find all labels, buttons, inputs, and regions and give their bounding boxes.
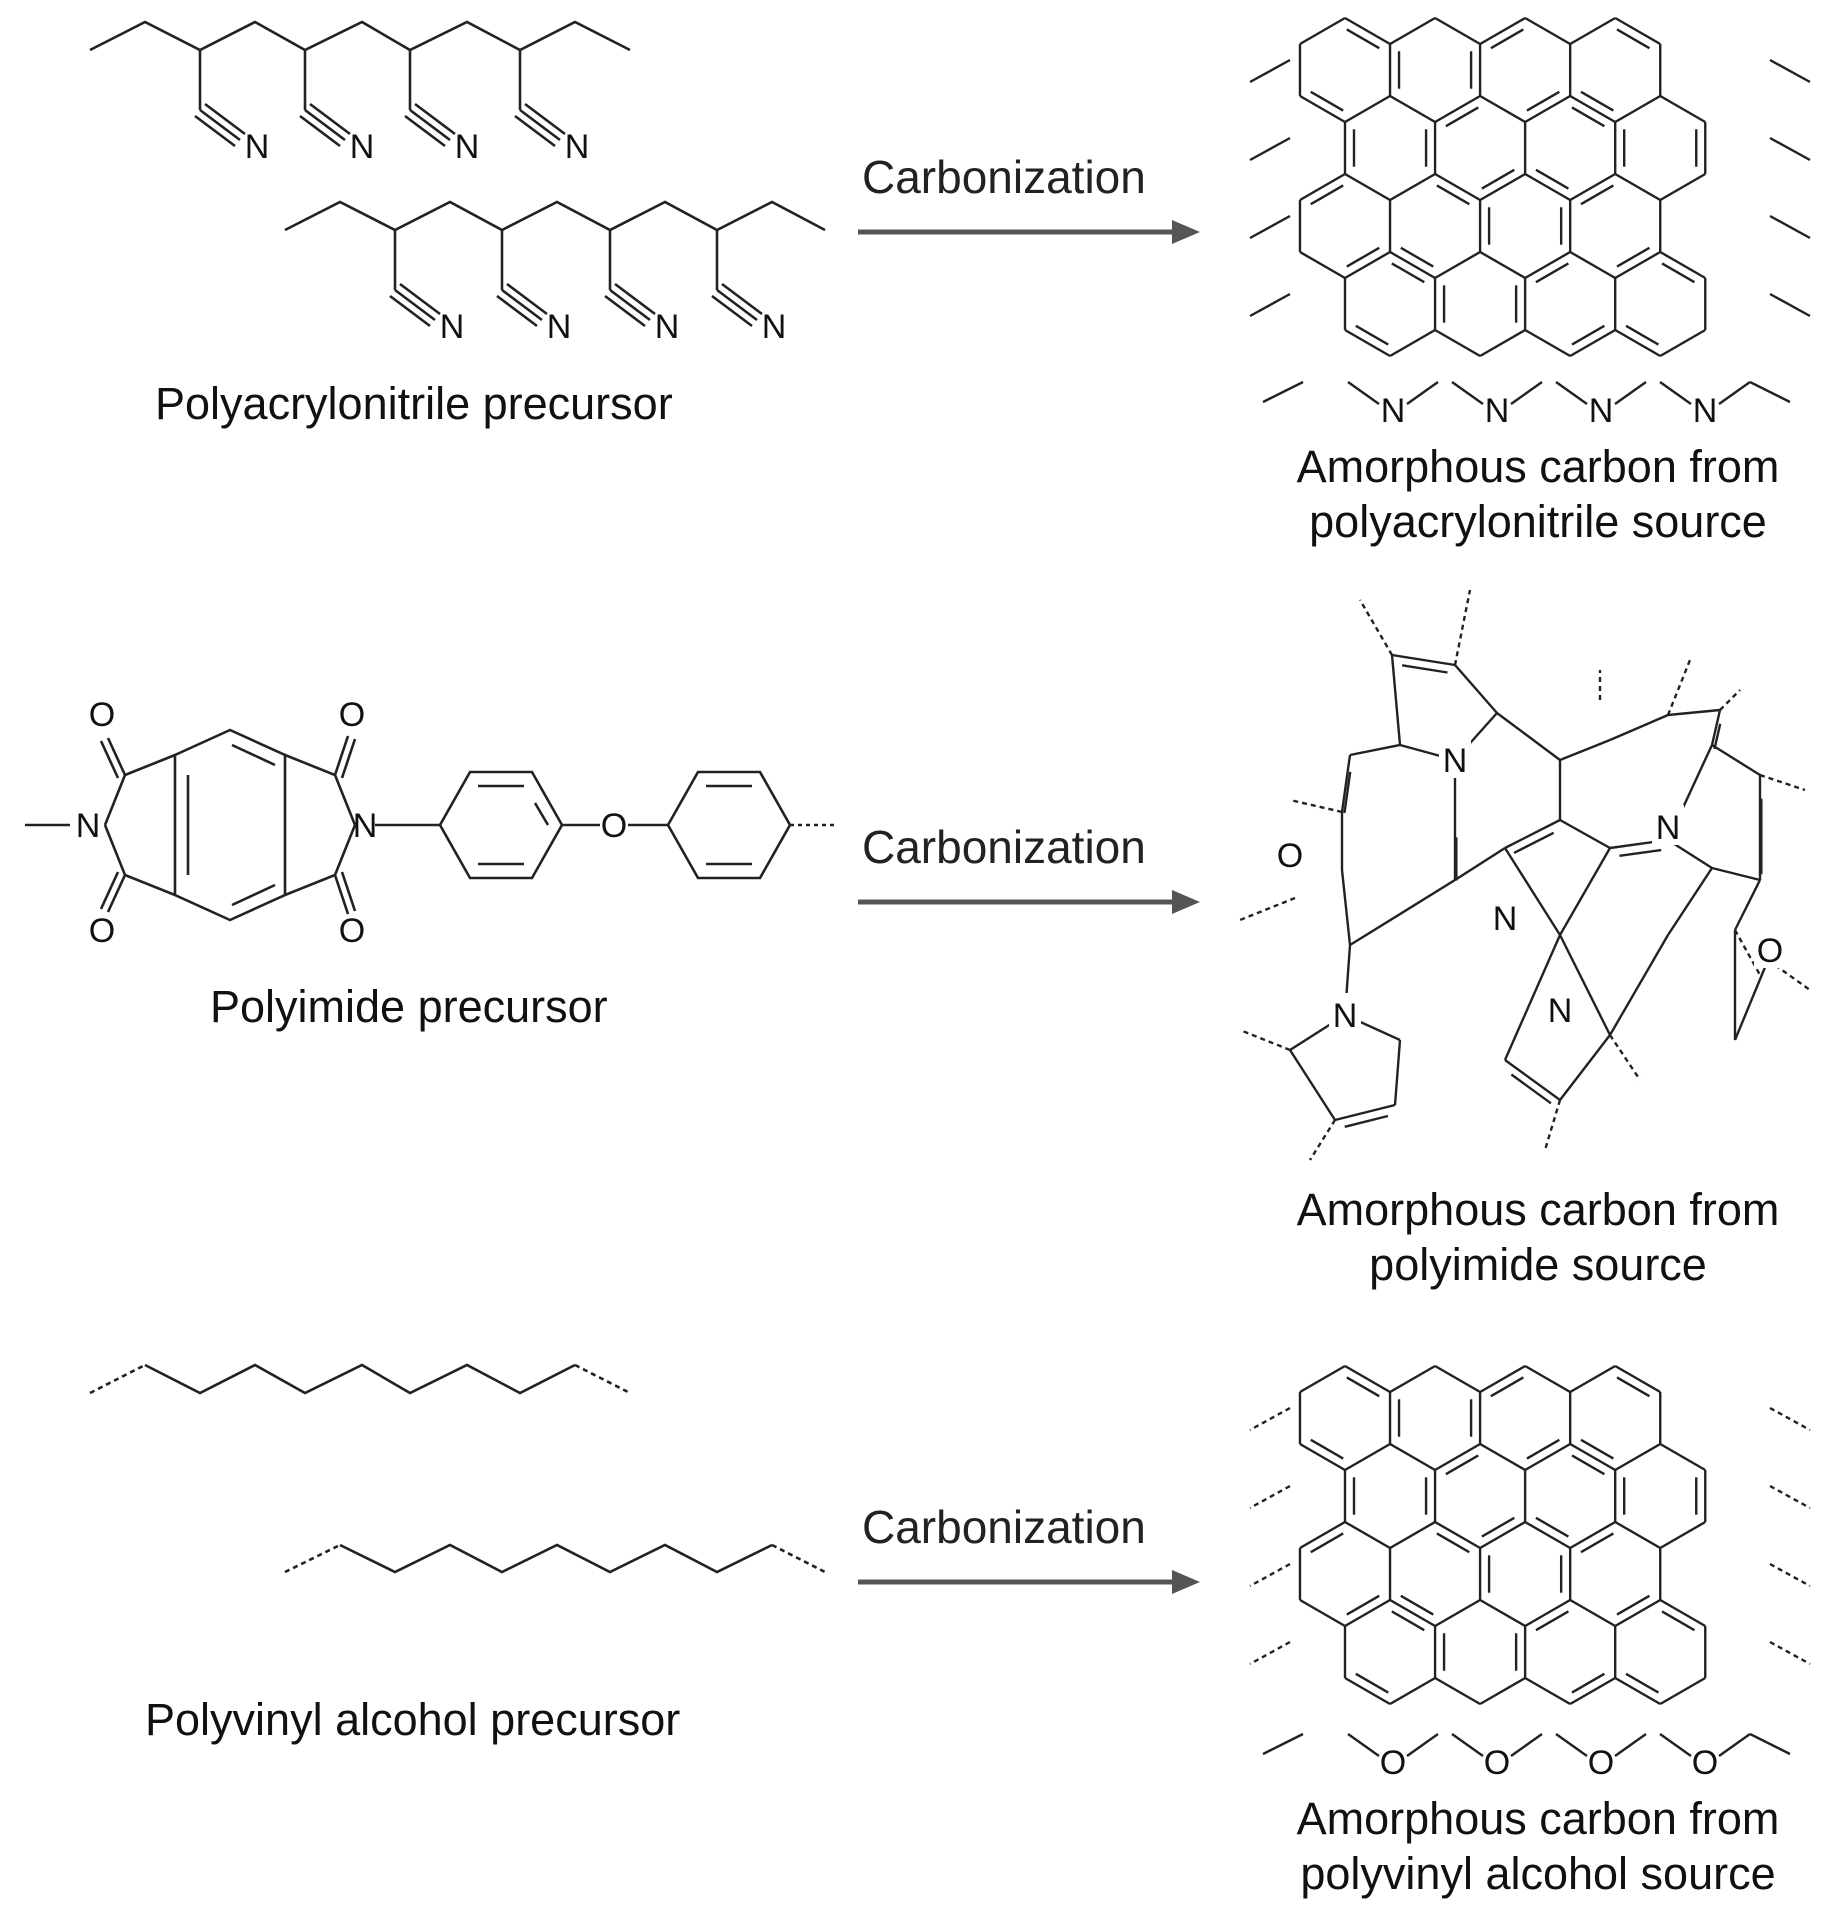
pyran-oxygen: O — [1277, 837, 1303, 875]
ether-oxygen: O — [601, 807, 627, 845]
reaction-arrows — [858, 220, 1200, 1594]
nitrogen-atom-label: N — [455, 128, 480, 166]
pyrrolic-nitrogen: N — [1443, 742, 1468, 780]
heteroatom-label: O — [1588, 1744, 1614, 1782]
nitrogen-atom-label: N — [350, 128, 375, 166]
pyrrolic-nitrogen: N — [1548, 992, 1573, 1030]
imide-nitrogen-left: N — [76, 807, 101, 845]
graphitic-nitrogen: N — [1493, 900, 1518, 938]
pan-nitrile-groups — [194, 50, 763, 328]
polyimide-carbon-atoms: N N N N N O O — [1274, 738, 1786, 1035]
carbonyl-oxygen: O — [339, 912, 365, 950]
heteroatom-label: N — [1693, 392, 1718, 430]
pan-precursor-structure — [89, 20, 826, 232]
product-label-pva-line2: polyvinyl alcohol source — [1300, 1847, 1776, 1899]
polyimide-carbon-network — [1239, 589, 1811, 1161]
heteroatom-label: N — [1589, 392, 1614, 430]
heteroatom-label: N — [1485, 392, 1510, 430]
pyrrolic-nitrogen: N — [1656, 809, 1681, 847]
carbonyl-oxygen: O — [89, 912, 115, 950]
nitrogen-atom-label: N — [565, 128, 590, 166]
arrow-label-1: Carbonization — [862, 151, 1146, 203]
arrow-label-2: Carbonization — [862, 821, 1146, 873]
carbonyl-oxygen: O — [339, 696, 365, 734]
pyrrolic-nitrogen: N — [1333, 997, 1358, 1035]
pva-precursor-structure — [89, 1363, 826, 1574]
carbonyl-oxygen: O — [89, 696, 115, 734]
nitrogen-atom-label: N — [245, 128, 270, 166]
polyimide-precursor-atoms: N N O O O O O — [76, 696, 628, 950]
heteroatom-label: O — [1692, 1744, 1718, 1782]
nitrogen-atom-label: N — [440, 308, 465, 346]
polyimide-precursor-structure — [25, 728, 835, 922]
product-label-pva: Amorphous carbon from polyvinyl alcohol … — [1258, 1792, 1818, 1902]
product-label-pan: Amorphous carbon from polyacrylonitrile … — [1258, 440, 1818, 550]
heteroatom-label: O — [1380, 1744, 1406, 1782]
precursor-label-polyimide: Polyimide precursor — [210, 981, 608, 1032]
pyran-oxygen: O — [1757, 932, 1783, 970]
precursor-label-pva: Polyvinyl alcohol precursor — [145, 1694, 681, 1745]
nitrogen-atom-label: N — [547, 308, 572, 346]
heteroatom-label: N — [1381, 392, 1406, 430]
pan-carbon-network — [1249, 16, 1811, 405]
pva-carbon-network — [1249, 1364, 1811, 1757]
product-label-pan-line2: polyacrylonitrile source — [1309, 495, 1767, 547]
imide-nitrogen-right: N — [353, 807, 378, 845]
nitrogen-atom-label: N — [762, 308, 787, 346]
precursor-label-pan: Polyacrylonitrile precursor — [155, 378, 673, 429]
product-label-polyimide-line2: polyimide source — [1369, 1238, 1707, 1290]
product-label-polyimide-line1: Amorphous carbon from — [1296, 1184, 1780, 1235]
product-label-pva-line1: Amorphous carbon from — [1296, 1793, 1780, 1844]
product-label-polyimide: Amorphous carbon from polyimide source — [1258, 1183, 1818, 1293]
product-label-pan-line1: Amorphous carbon from — [1296, 441, 1780, 492]
arrow-label-3: Carbonization — [862, 1501, 1146, 1553]
nitrogen-atom-label: N — [655, 308, 680, 346]
heteroatom-label: O — [1484, 1744, 1510, 1782]
